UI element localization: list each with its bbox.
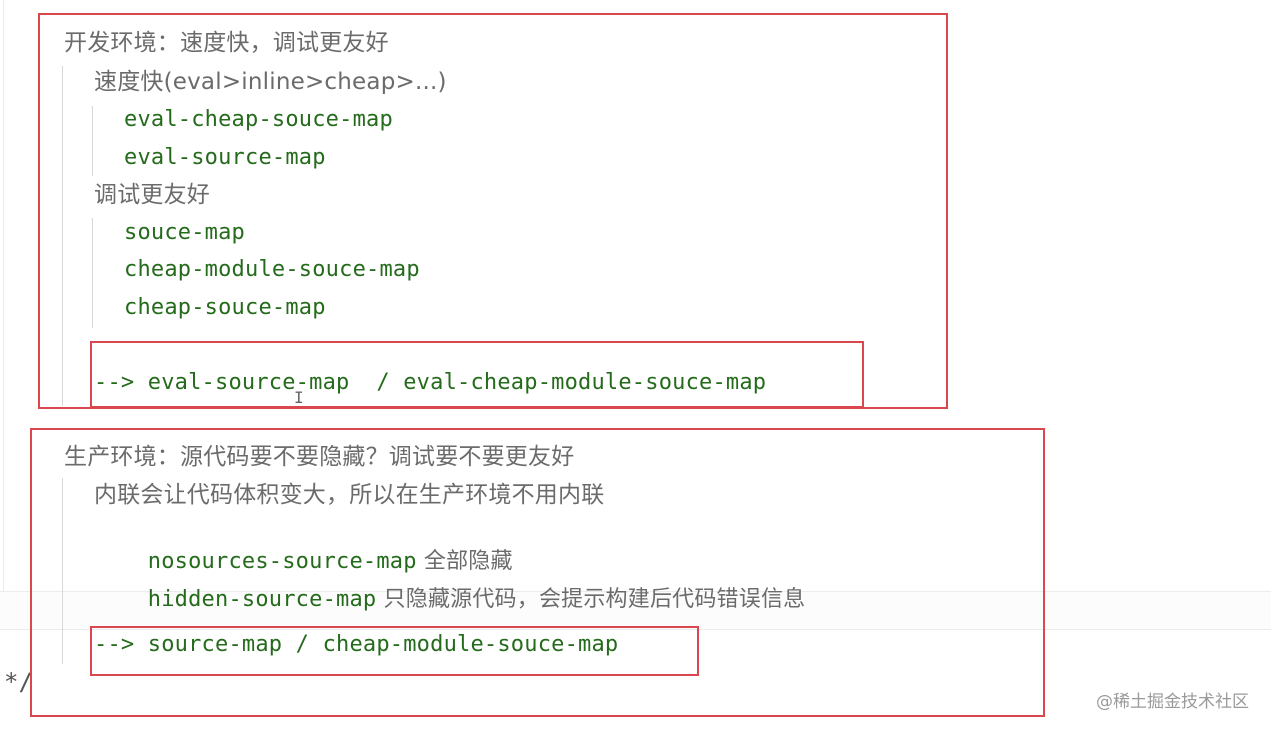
prod-item-desc: 只隐藏源代码，会提示构建后代码错误信息 [376, 587, 806, 612]
text-cursor-icon: I [294, 388, 304, 407]
dev-debug-item: cheap-souce-map [124, 295, 326, 320]
indent-guide [92, 106, 93, 176]
dev-section-box [38, 13, 948, 409]
dev-speed-item: eval-source-map [124, 145, 326, 170]
dev-debug-title: 调试更友好 [94, 182, 210, 208]
dev-speed-title: 速度快(eval>inline>cheap>...) [94, 69, 447, 95]
dev-header: 开发环境：速度快，调试更友好 [64, 30, 389, 56]
prod-section-box [30, 428, 1045, 717]
dev-debug-item: cheap-module-souce-map [124, 257, 420, 282]
prod-result: --> source-map / cheap-module-souce-map [94, 632, 619, 657]
watermark: @稀土掘金技术社区 [1096, 692, 1249, 712]
comment-end: */ [4, 668, 33, 696]
dev-speed-item: eval-cheap-souce-map [124, 107, 393, 132]
prod-inline-note: 内联会让代码体积变大，所以在生产环境不用内联 [94, 482, 605, 508]
prod-header: 生产环境：源代码要不要隐藏？调试要不要更友好 [64, 444, 575, 470]
current-line-highlight [0, 591, 1271, 630]
prod-item-desc: 全部隐藏 [416, 549, 513, 574]
indent-guide [62, 66, 63, 406]
prod-item-code: nosources-source-map [147, 549, 417, 574]
gutter-border [3, 0, 4, 630]
indent-guide [92, 218, 93, 328]
prod-item: hidden-source-map 只隐藏源代码，会提示构建后代码错误信息 [94, 555, 805, 612]
indent-guide [62, 478, 63, 664]
prod-item: nosources-source-map 全部隐藏 [94, 517, 513, 574]
dev-result-box [90, 341, 864, 408]
dev-result: --> eval-source-map / eval-cheap-module-… [94, 370, 767, 395]
prod-item-code: hidden-source-map [147, 587, 377, 612]
prod-result-box [90, 626, 699, 676]
dev-debug-item: souce-map [124, 220, 246, 245]
